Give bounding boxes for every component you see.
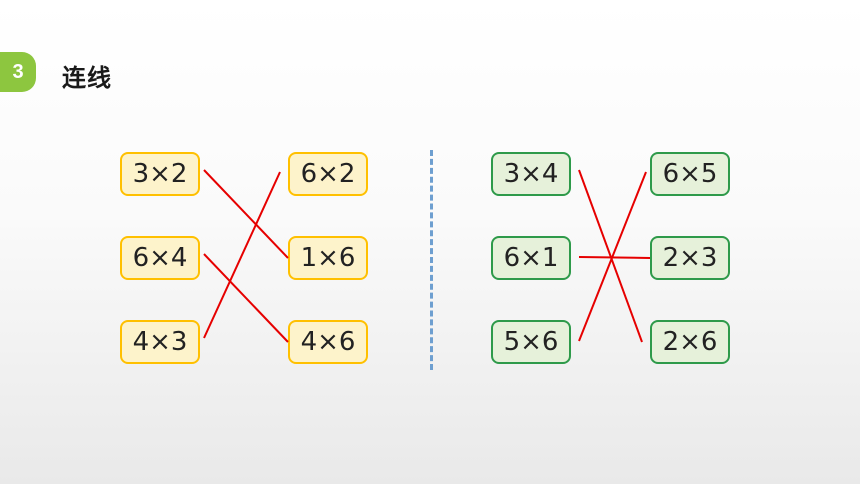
line-6x1-to-2x3 (578, 256, 651, 259)
green-right-card-1[interactable]: 6×5 (650, 152, 730, 196)
green-left-card-2[interactable]: 6×1 (491, 236, 571, 280)
line-4x3-to-6x2 (203, 171, 281, 339)
yellow-right-card-1[interactable]: 6×2 (288, 152, 368, 196)
exercise-title: 连线 (62, 65, 112, 92)
yellow-left-card-2[interactable]: 6×4 (120, 236, 200, 280)
exercise-number-badge: 3 (0, 52, 36, 92)
line-6x4-to-4x6 (203, 253, 289, 343)
green-right-card-3[interactable]: 2×6 (650, 320, 730, 364)
line-5x6-to-6x5 (578, 171, 647, 342)
yellow-right-card-3[interactable]: 4×6 (288, 320, 368, 364)
group-divider (430, 150, 433, 370)
green-left-card-1[interactable]: 3×4 (491, 152, 571, 196)
green-right-card-2[interactable]: 2×3 (650, 236, 730, 280)
yellow-left-card-3[interactable]: 4×3 (120, 320, 200, 364)
yellow-left-card-1[interactable]: 3×2 (120, 152, 200, 196)
line-3x2-to-1x6 (203, 169, 289, 259)
line-3x4-to-2x6 (578, 169, 643, 343)
yellow-right-card-2[interactable]: 1×6 (288, 236, 368, 280)
green-left-card-3[interactable]: 5×6 (491, 320, 571, 364)
